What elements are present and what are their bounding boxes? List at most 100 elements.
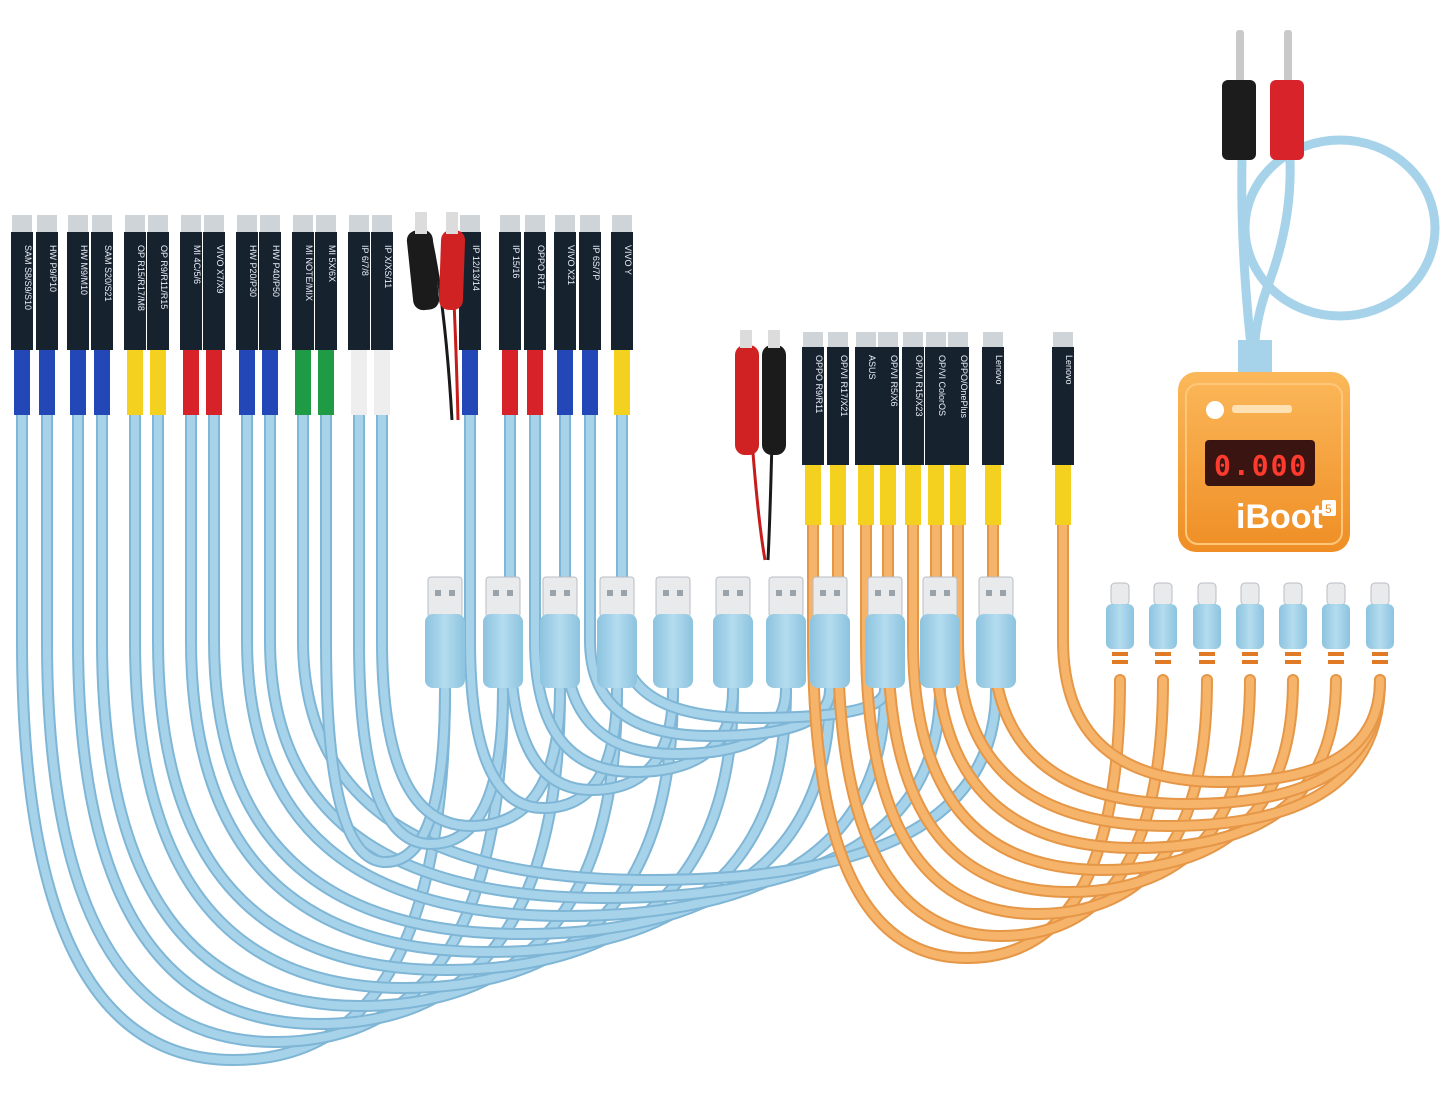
usb-a-plug <box>483 576 523 688</box>
usb-a-plugs <box>425 576 1016 688</box>
board-label: IP 6S/7P <box>591 245 601 280</box>
iboot-power-box: 0.000 iBoot 5 <box>1178 340 1350 552</box>
board-label: HW P9/P10 <box>48 245 58 292</box>
red-banana-plug <box>1270 80 1304 160</box>
board-label: OPPO/OnePlus <box>959 355 969 419</box>
board-label: MI 4C/5/6 <box>192 245 202 284</box>
usb-c-plug <box>1236 582 1264 664</box>
blue-connector-board: OP R9/R11/R15 <box>147 215 169 415</box>
blue-cable-core <box>266 411 944 903</box>
yellow-connector-board: OPPO R9/R11 <box>802 332 824 525</box>
board-label: HW P40/P50 <box>271 245 281 297</box>
brand-badge: 5 <box>1325 502 1332 516</box>
blue-connector-board: HW P9/P10 <box>36 215 58 415</box>
display-reading: 0.000 <box>1214 449 1308 482</box>
usb-a-plug <box>976 576 1016 688</box>
usb-a-plug <box>766 576 806 688</box>
yellow-connector-board: ASUS <box>855 332 877 525</box>
blue-cable-core <box>322 411 449 867</box>
blue-connector-board: MI NOTE/MIX <box>292 215 314 415</box>
yellow-connector-board: OP/VI R17/X21 <box>827 332 849 525</box>
blue-connector-board: IP 6S/7P <box>579 215 601 415</box>
board-label: Lenovo <box>1064 355 1074 385</box>
blue-connector-board: MI 4C/5/6 <box>180 215 202 415</box>
blue-connector-board: HW P40/P50 <box>259 215 281 415</box>
board-label: IP 12/13/14 <box>471 245 481 291</box>
board-label: ASUS <box>867 355 877 380</box>
board-label: OPPO R17 <box>536 245 546 290</box>
black-banana-pin <box>1236 30 1244 85</box>
yellow-connector-board: OP/VI R5/X6 <box>877 332 899 525</box>
usb-c-plugs <box>1106 582 1394 664</box>
usb-c-plug <box>1279 582 1307 664</box>
board-label: OP/VI ColorOS <box>937 355 947 416</box>
board-label: OP/VI R17/X21 <box>839 355 849 417</box>
board-label: IP 6/7/8 <box>360 245 370 276</box>
blue-cable-core <box>98 411 621 1011</box>
blue-cable-core <box>506 411 677 795</box>
board-label: HW P20/P30 <box>248 245 258 297</box>
board-label: OP R9/R11/R15 <box>159 245 169 309</box>
alligator-clips-left <box>406 212 466 421</box>
brand-label: iBoot <box>1236 498 1323 536</box>
blue-connector-board: MI 5X/6X <box>315 215 337 415</box>
blue-cable-loops <box>16 409 1002 1067</box>
orange-cable-core <box>1059 521 1384 787</box>
blue-cable-core <box>187 411 790 957</box>
blue-cable-core <box>466 411 621 813</box>
blue-connector-board: SAM S8/S9/S10 <box>11 215 33 415</box>
usb-a-plug <box>920 576 960 688</box>
board-label: HW M9/M10 <box>79 245 89 295</box>
blue-connector-board: IP 6/7/8 <box>348 215 370 415</box>
board-label: MI NOTE/MIX <box>304 245 314 301</box>
blue-connector-board: IP 12/13/14 <box>459 215 481 415</box>
board-label: SAM S20/S21 <box>103 245 113 302</box>
board-label: OP R15/R17/M8 <box>136 245 146 311</box>
blue-cable-core <box>154 411 737 975</box>
blue-cable-core <box>378 411 564 831</box>
blue-cable-core <box>210 411 834 939</box>
usb-a-plug <box>653 576 693 688</box>
blue-connector-board: IP X/XS/11 <box>371 215 393 415</box>
usb-a-plug <box>810 576 850 688</box>
blue-connector-board: OPPO R17 <box>524 215 546 415</box>
alligator-clips-middle <box>735 330 786 561</box>
yellow-connector-board: OP/VI R15/X23 <box>902 332 924 525</box>
usb-a-plug <box>425 576 465 688</box>
blue-connector-board: SAM S20/S21 <box>91 215 113 415</box>
yellow-connector-board: Lenovo <box>982 332 1004 525</box>
board-label: IP 15/16 <box>511 245 521 278</box>
blue-connector-board: VIVO Y <box>611 215 633 415</box>
blue-cable-core <box>131 411 677 993</box>
blue-cable-core <box>243 411 889 921</box>
orange-cable-core <box>909 521 1297 875</box>
board-label: OP/VI R5/X6 <box>889 355 899 407</box>
board-label: MI 5X/6X <box>327 245 337 282</box>
logo-icon <box>1206 401 1224 419</box>
usb-a-plug <box>597 576 637 688</box>
black-banana-plug <box>1222 80 1256 160</box>
banana-plug-lead <box>1222 30 1440 381</box>
blue-connector-board: HW P20/P30 <box>236 215 258 415</box>
lcd-display <box>1205 440 1315 486</box>
usb-c-plug <box>1366 582 1394 664</box>
blue-connector-board: OP R15/R17/M8 <box>124 215 146 415</box>
blue-connector-boards: SAM S8/S9/S10 HW P9/P10 HW M9/M10 SAM S20/S… <box>11 215 633 415</box>
usb-c-plug <box>1193 582 1221 664</box>
usb-a-plug <box>713 576 753 688</box>
blue-connector-board: IP 15/16 <box>499 215 521 415</box>
board-label: SAM S8/S9/S10 <box>23 245 33 310</box>
yellow-connector-board: Lenovo <box>1052 332 1074 525</box>
orange-cable-core <box>809 521 1124 963</box>
orange-cable-core <box>954 521 1384 831</box>
yellow-connector-board: OP/VI ColorOS <box>925 332 947 525</box>
board-label: VIVO X7/X9 <box>215 245 225 294</box>
usb-a-plug <box>540 576 580 688</box>
red-banana-pin <box>1284 30 1292 85</box>
blue-connector-board: HW M9/M10 <box>67 215 89 415</box>
yellow-connector-board: OPPO/OnePlus <box>947 332 969 525</box>
usb-c-plug <box>1322 582 1350 664</box>
orange-cable-loops <box>807 519 1386 965</box>
